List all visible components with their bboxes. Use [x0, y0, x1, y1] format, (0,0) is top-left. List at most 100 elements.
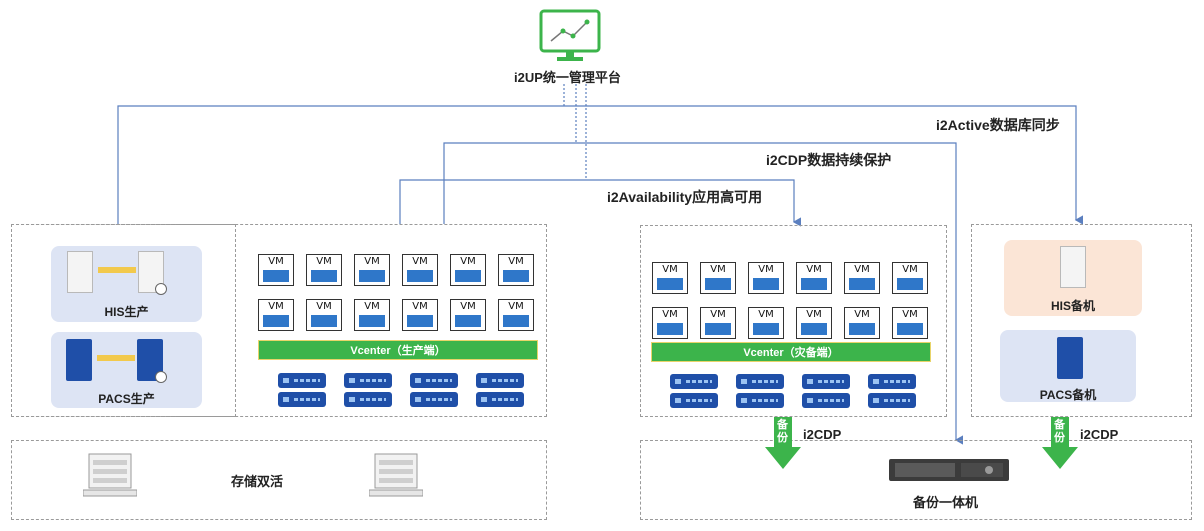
standby-site-box	[971, 224, 1192, 417]
vm-icon: VM	[892, 307, 928, 339]
sync-arrow-icon	[97, 355, 135, 361]
cdp-line	[443, 142, 964, 445]
vm-label: VM	[412, 301, 428, 312]
rack-server-icon	[736, 374, 784, 389]
cdp-backup-label-2: i2CDP	[1080, 427, 1119, 442]
database-icon	[155, 371, 167, 383]
backup-arrow-text: 备份	[1054, 419, 1065, 444]
pacs-standby-label: PACS备机	[1039, 388, 1097, 402]
database-icon	[155, 283, 167, 295]
vm-label: VM	[316, 256, 332, 267]
vm-label: VM	[806, 264, 822, 275]
active-sync-label: i2Active数据库同步	[936, 117, 1060, 133]
vm-label: VM	[364, 301, 380, 312]
pacs-production-label: PACS生产	[98, 392, 155, 406]
storage-label: 存储双活	[231, 474, 284, 489]
rack-server-icon	[868, 374, 916, 389]
vm-icon: VM	[748, 307, 784, 339]
vm-icon: VM	[652, 262, 688, 294]
rack-server-icon	[670, 393, 718, 408]
tower-server-icon	[1060, 246, 1086, 288]
storage-active-active-box	[11, 440, 547, 520]
vm-label: VM	[758, 264, 774, 275]
vm-icon: VM	[306, 254, 342, 286]
rack-server-icon	[476, 373, 524, 388]
vm-icon: VM	[796, 262, 832, 294]
vm-label: VM	[902, 309, 918, 320]
cdp-backup-label-1: i2CDP	[803, 427, 842, 442]
tower-server-icon	[67, 251, 93, 293]
production-vcenter-bar: Vcenter（生产端）	[258, 340, 538, 360]
vm-label: VM	[460, 256, 476, 267]
vm-label: VM	[662, 309, 678, 320]
rack-server-icon	[278, 392, 326, 407]
monitor-chart-icon	[539, 9, 601, 63]
vm-icon: VM	[844, 262, 880, 294]
platform-title: i2UP统一管理平台	[514, 70, 621, 85]
availability-label: i2Availability应用高可用	[607, 189, 763, 205]
vm-icon: VM	[450, 254, 486, 286]
backup-arrow-icon: 备份	[765, 417, 801, 469]
backup-arrow-icon: 备份	[1042, 417, 1078, 469]
vm-label: VM	[508, 256, 524, 267]
rack-server-icon	[344, 392, 392, 407]
rack-server-icon	[410, 373, 458, 388]
rack-server-icon	[802, 393, 850, 408]
rack-server-icon	[344, 373, 392, 388]
his-pacs-production-box	[11, 224, 236, 417]
vm-icon: VM	[306, 299, 342, 331]
vm-icon: VM	[354, 299, 390, 331]
vm-icon: VM	[892, 262, 928, 294]
vm-icon: VM	[498, 299, 534, 331]
vm-icon: VM	[748, 262, 784, 294]
vm-icon: VM	[844, 307, 880, 339]
rack-server-icon	[802, 374, 850, 389]
active-sync-line	[117, 105, 1084, 225]
vm-icon: VM	[402, 299, 438, 331]
rack-server-icon	[369, 452, 423, 498]
availability-line	[399, 179, 802, 227]
backup-arrow-text: 备份	[777, 419, 788, 444]
vm-label: VM	[758, 309, 774, 320]
rack-server-icon	[736, 393, 784, 408]
dr-vcenter-bar: Vcenter（灾备端）	[651, 342, 931, 362]
cdp-label: i2CDP数据持续保护	[766, 152, 892, 168]
vm-label: VM	[316, 301, 332, 312]
vm-label: VM	[364, 256, 380, 267]
vm-label: VM	[854, 264, 870, 275]
vm-icon: VM	[652, 307, 688, 339]
rack-server-icon	[278, 373, 326, 388]
backup-appliance-icon	[889, 457, 1009, 483]
tower-server-icon	[66, 339, 92, 381]
vm-label: VM	[710, 264, 726, 275]
vm-label: VM	[854, 309, 870, 320]
vm-icon: VM	[258, 299, 294, 331]
vm-label: VM	[268, 301, 284, 312]
his-production-label: HIS生产	[104, 305, 149, 319]
disaster-recovery-site-box	[640, 225, 947, 417]
vm-label: VM	[662, 264, 678, 275]
rack-server-icon	[83, 452, 137, 498]
rack-server-icon	[868, 393, 916, 408]
vm-icon: VM	[498, 254, 534, 286]
vm-icon: VM	[700, 307, 736, 339]
vm-icon: VM	[402, 254, 438, 286]
vm-icon: VM	[258, 254, 294, 286]
vm-icon: VM	[354, 254, 390, 286]
his-standby-label: HIS备机	[1050, 299, 1095, 313]
backup-appliance-label: 备份一体机	[913, 495, 979, 510]
vm-label: VM	[268, 256, 284, 267]
tower-server-icon	[1057, 337, 1083, 379]
vm-label: VM	[508, 301, 524, 312]
vm-label: VM	[806, 309, 822, 320]
vm-icon: VM	[700, 262, 736, 294]
backup-box	[640, 440, 1192, 520]
vm-label: VM	[412, 256, 428, 267]
vm-label: VM	[460, 301, 476, 312]
vm-label: VM	[710, 309, 726, 320]
vm-icon: VM	[450, 299, 486, 331]
vm-icon: VM	[796, 307, 832, 339]
rack-server-icon	[476, 392, 524, 407]
rack-server-icon	[410, 392, 458, 407]
